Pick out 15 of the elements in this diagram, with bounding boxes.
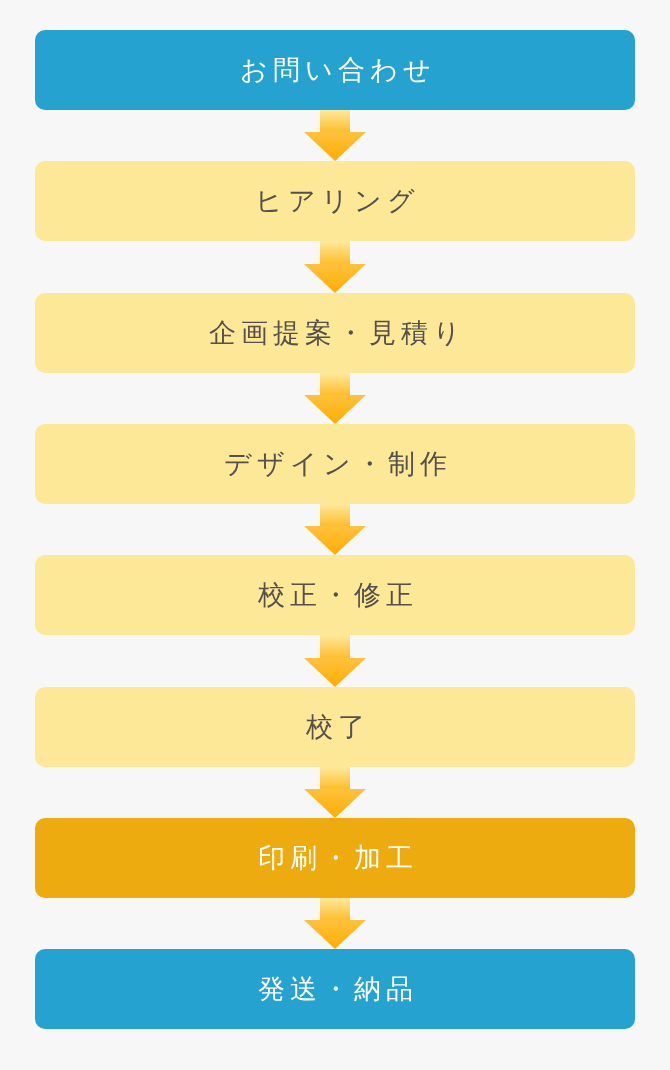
process-box: 校了 bbox=[35, 687, 635, 767]
process-box: 発送・納品 bbox=[35, 949, 635, 1029]
arrow bbox=[304, 504, 366, 555]
arrow bbox=[304, 767, 366, 818]
arrow bbox=[304, 635, 366, 687]
process-box: ヒアリング bbox=[35, 161, 635, 241]
arrow bbox=[304, 373, 366, 424]
process-box: 企画提案・見積り bbox=[35, 293, 635, 373]
process-box: 印刷・加工 bbox=[35, 818, 635, 898]
arrow bbox=[304, 110, 366, 161]
arrow bbox=[304, 241, 366, 293]
arrow bbox=[304, 898, 366, 949]
process-box: 校正・修正 bbox=[35, 555, 635, 635]
process-box: デザイン・制作 bbox=[35, 424, 635, 504]
process-box: お問い合わせ bbox=[35, 30, 635, 110]
